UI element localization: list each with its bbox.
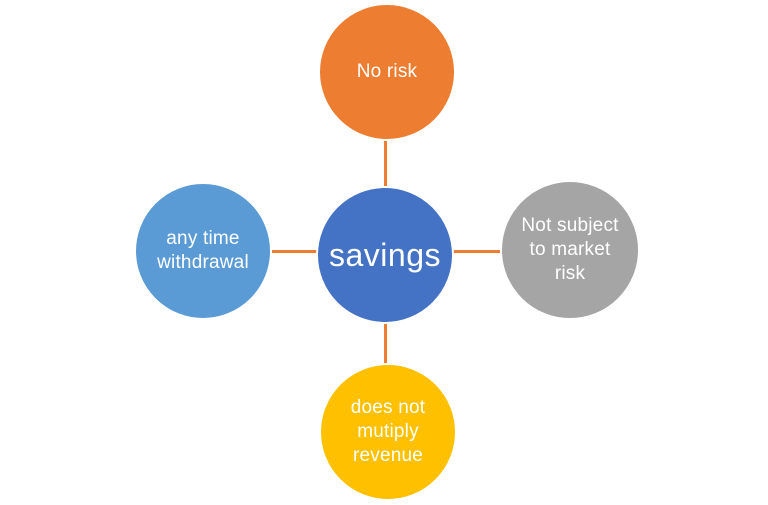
- connector-center-to-top: [384, 139, 387, 189]
- connector-center-to-bottom: [384, 322, 387, 366]
- connector-center-to-left: [270, 250, 318, 253]
- node-does-not-multiply-revenue-label: does not mutiply revenue: [350, 396, 426, 467]
- node-center-savings-label: savings: [329, 236, 441, 273]
- node-no-risk-label: No risk: [356, 60, 418, 82]
- node-any-time-withdrawal: any time withdrawal: [134, 182, 272, 320]
- node-not-subject-market-risk: Not subject to market risk: [500, 180, 640, 320]
- node-not-subject-market-risk-label: Not subject to market risk: [521, 214, 619, 285]
- connector-center-to-right: [452, 250, 502, 253]
- node-no-risk: No risk: [318, 3, 456, 141]
- node-does-not-multiply-revenue: does not mutiply revenue: [319, 363, 457, 501]
- node-any-time-withdrawal-label: any time withdrawal: [157, 227, 249, 273]
- node-center-savings: savings: [316, 186, 454, 324]
